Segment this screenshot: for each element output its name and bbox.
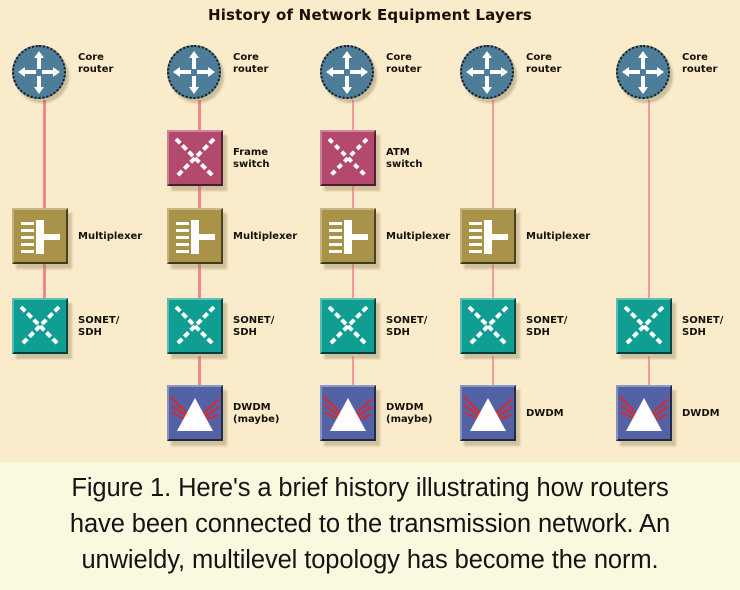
dwdm-box (616, 385, 672, 441)
sonet-box (167, 298, 223, 354)
node-label-atm-switch: ATM switch (386, 147, 423, 170)
router-arrows-icon (622, 51, 664, 94)
dwdm-box (167, 385, 223, 441)
link-line (198, 356, 201, 386)
link-line (198, 186, 201, 212)
caption-line-3: unwieldy, multilevel topology has become… (81, 546, 659, 574)
diagram-title: History of Network Equipment Layers (207, 6, 533, 24)
multiplexer-box (12, 208, 68, 264)
node-core-router[interactable] (320, 45, 378, 103)
link-line (352, 186, 354, 212)
router-arrows-icon (173, 51, 215, 94)
caption-line-1: Figure 1. Here's a brief history illustr… (71, 474, 669, 502)
network-layers-diagram: History of Network Equipment Layers (0, 0, 740, 462)
cross-connect-icon (174, 137, 216, 179)
node-label-core-router: Core router (386, 52, 422, 75)
multiplexer-icon (176, 220, 215, 254)
node-label-sonet-sdh: SONET/ SDH (386, 315, 428, 338)
multiplexer-box (460, 208, 516, 264)
node-core-router[interactable] (167, 45, 225, 103)
link-line (198, 100, 201, 130)
caption-line-2: have been connected to the transmission … (69, 510, 671, 538)
link-line (492, 100, 494, 212)
link-line (648, 356, 650, 386)
node-label-sonet-sdh: SONET/ SDH (526, 315, 568, 338)
prism-icon (463, 396, 513, 431)
link-line (43, 262, 46, 298)
node-label-multiplexer: Multiplexer (526, 231, 591, 242)
link-line (352, 100, 354, 130)
diagram-column-2: Core router Frame switch (155, 0, 305, 462)
node-core-router[interactable] (616, 45, 674, 103)
cross-connect-icon (327, 137, 369, 179)
node-label-sonet-sdh: SONET/ SDH (682, 315, 724, 338)
atm-switch-box (320, 130, 376, 186)
diagram-column-4: Core router Mu (448, 0, 598, 462)
sonet-box (12, 298, 68, 354)
router-arrows-icon (18, 51, 60, 94)
diagram-column-5: Core router SONET/ SDH (604, 0, 740, 462)
sonet-box (460, 298, 516, 354)
node-label-dwdm: DWDM (maybe) (386, 402, 433, 425)
router-arrows-icon (466, 51, 508, 94)
link-line (352, 262, 354, 298)
node-label-dwdm: DWDM (682, 408, 720, 419)
cross-connect-icon (19, 305, 61, 347)
node-label-core-router: Core router (526, 52, 562, 75)
multiplexer-icon (469, 220, 508, 254)
node-label-frame-switch: Frame switch (233, 147, 270, 170)
link-line (492, 356, 494, 386)
dwdm-box (320, 385, 376, 441)
link-line (648, 100, 650, 298)
prism-icon (323, 396, 373, 431)
node-label-core-router: Core router (682, 52, 718, 75)
sonet-box (616, 298, 672, 354)
node-label-sonet-sdh: SONET/ SDH (78, 315, 120, 338)
link-line (198, 262, 201, 298)
prism-icon (619, 396, 669, 431)
node-label-dwdm: DWDM (526, 408, 564, 419)
cross-connect-icon (467, 305, 509, 347)
cross-connect-icon (327, 305, 369, 347)
multiplexer-icon (21, 220, 60, 254)
multiplexer-box (167, 208, 223, 264)
node-label-dwdm: DWDM (maybe) (233, 402, 280, 425)
cross-connect-icon (174, 305, 216, 347)
node-label-multiplexer: Multiplexer (78, 231, 143, 242)
diagram-column-3: Core router ATM switch (308, 0, 458, 462)
multiplexer-icon (329, 220, 368, 254)
node-label-multiplexer: Multiplexer (386, 231, 451, 242)
node-label-core-router: Core router (233, 52, 269, 75)
node-label-sonet-sdh: SONET/ SDH (233, 315, 275, 338)
link-line (43, 100, 46, 212)
multiplexer-box (320, 208, 376, 264)
frame-switch-box (167, 130, 223, 186)
link-line (492, 262, 494, 298)
node-core-router[interactable] (460, 45, 518, 103)
router-arrows-icon (326, 51, 368, 94)
diagram-column-1: Core router Mu (0, 0, 150, 462)
node-label-multiplexer: Multiplexer (233, 231, 298, 242)
dwdm-box (460, 385, 516, 441)
cross-connect-icon (623, 305, 665, 347)
prism-icon (170, 396, 220, 431)
node-core-router[interactable] (12, 45, 70, 103)
link-line (352, 356, 354, 386)
node-label-core-router: Core router (78, 52, 114, 75)
figure-caption: Figure 1. Here's a brief history illustr… (0, 462, 740, 590)
sonet-box (320, 298, 376, 354)
